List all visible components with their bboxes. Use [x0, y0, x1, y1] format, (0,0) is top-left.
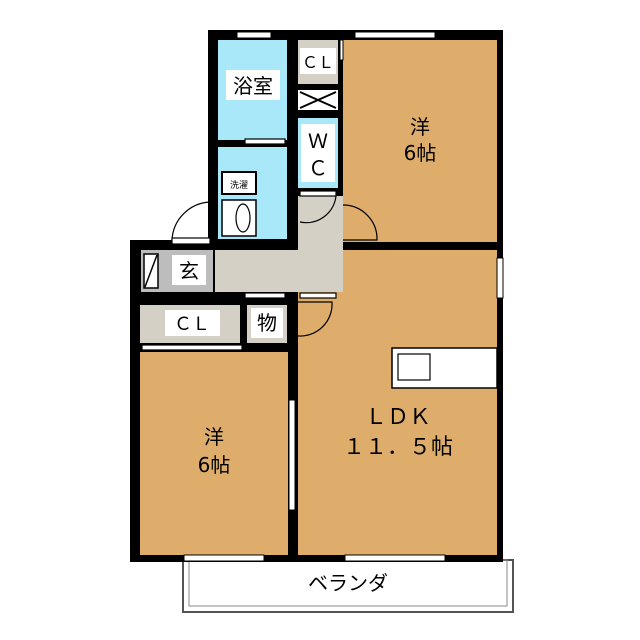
washing-machine — [221, 171, 257, 195]
wc-label-2: Ｃ — [308, 156, 328, 180]
ldk-room — [298, 250, 497, 555]
ldk-label-1: ＬＤＫ — [365, 405, 431, 430]
kitchen-counter — [391, 347, 498, 389]
washbasin-bowl — [235, 203, 251, 233]
shoe-cabinet-diagonal — [144, 254, 158, 288]
bath-label: 浴室 — [233, 74, 273, 98]
ldk-label-2: １１．５帖 — [343, 435, 453, 460]
western-left-label-2: 6帖 — [198, 453, 231, 477]
western-top-label-1: 洋 — [410, 115, 430, 139]
balcony-label: ベランダ — [308, 571, 388, 595]
washbasin — [221, 199, 257, 237]
room-labels: 浴室 ＣＬ Ｗ Ｃ 洋 6帖 玄 ＣＬ 物 洋 6帖 ＬＤＫ １１．５帖 — [165, 48, 453, 477]
storage-label: 物 — [257, 311, 277, 335]
windows — [183, 31, 504, 562]
closet-top-label: ＣＬ — [302, 53, 334, 72]
balcony — [182, 559, 514, 613]
western-top-label-2: 6帖 — [404, 141, 437, 165]
western-left-label-1: 洋 — [204, 425, 224, 449]
entrance-label: 玄 — [179, 259, 199, 283]
pipe-space-cross-icon — [299, 91, 337, 109]
laundry-label: 洗濯 — [230, 179, 248, 191]
hallway — [215, 250, 343, 292]
wc-label-1: Ｗ — [308, 129, 328, 153]
doors — [141, 138, 378, 351]
western-room-top — [343, 40, 497, 242]
kitchen-sink — [397, 353, 431, 381]
closet-left-label: ＣＬ — [174, 314, 210, 335]
western-room-left — [140, 352, 288, 555]
